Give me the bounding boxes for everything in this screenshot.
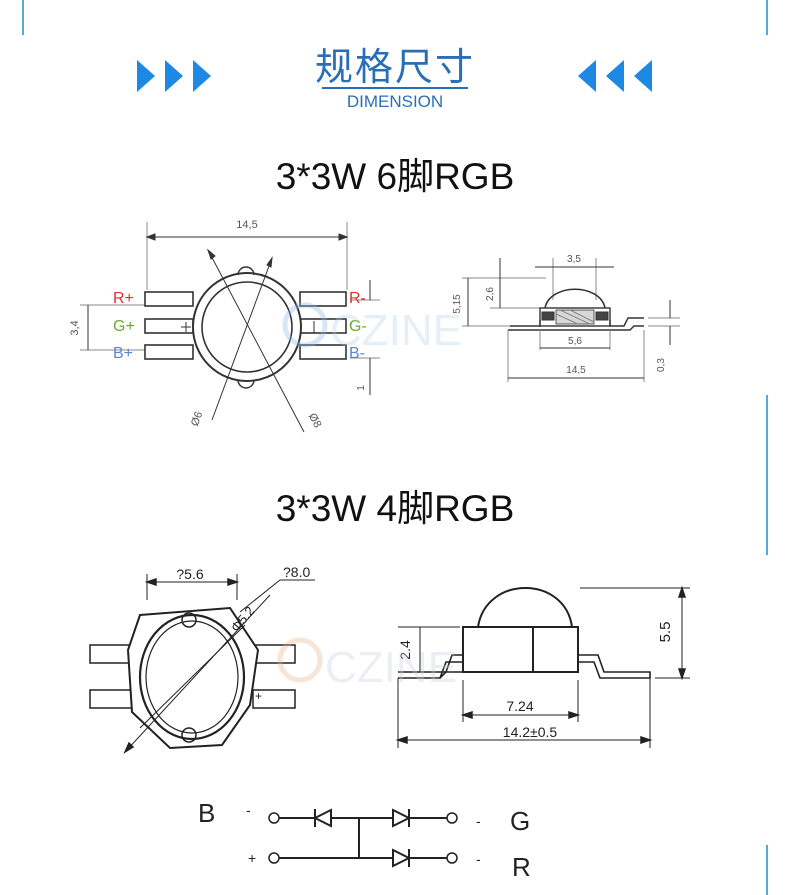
circuit-minus-g: - — [476, 813, 481, 829]
side-body-width-label: 5,6 — [568, 336, 582, 347]
section-title-four-pin: 3*3W 4脚RGB — [275, 488, 515, 529]
side-overall-width-label: 14,5 — [566, 365, 586, 376]
page-subtitle: DIMENSION — [346, 92, 444, 111]
title-underline — [322, 87, 468, 89]
arrow-right-group-icon — [137, 60, 211, 92]
right-border-line-top — [766, 0, 768, 35]
circuit-minus-b: - — [246, 802, 251, 818]
six-pin-height-label: 3,4 — [69, 320, 81, 335]
four-pin-overall-width-label: 14.2±0.5 — [503, 724, 558, 740]
pin-label-r-minus: R- — [349, 290, 366, 307]
watermark-text-2: CZINE — [325, 643, 457, 692]
four-pin-lens-dia-label: Φ5.2 — [228, 603, 258, 634]
four-pin-inner-dia-label: ?5.6 — [176, 566, 203, 582]
four-pin-outer-dia-label: ?8.0 — [283, 564, 310, 580]
left-border-line-top — [22, 0, 24, 35]
six-pin-side-labels: 3,5 5,15 2,6 5,6 14,5 0,3 — [452, 254, 667, 376]
section-title-six-pin: 3*3W 6脚RGB — [275, 156, 515, 197]
right-border-line-mid — [766, 395, 768, 555]
six-pin-tick-label: 1 — [356, 385, 367, 391]
four-pin-body-height-label: 2.4 — [397, 640, 413, 660]
four-pin-plus-mark: + — [255, 689, 262, 703]
four-pin-side-view — [395, 585, 690, 748]
six-pin-dia-small-label: Ø6 — [189, 410, 205, 428]
circuit-minus-r: - — [476, 851, 481, 867]
four-pin-body-width-label: 7.24 — [506, 698, 533, 714]
side-lens-width-label: 3,5 — [567, 254, 581, 265]
circuit-plus: + — [248, 850, 256, 866]
six-pin-side-view — [462, 258, 680, 382]
four-pin-total-height-label: 5.5 — [657, 622, 674, 643]
circuit-diagram — [268, 808, 458, 868]
arrow-left-group-icon — [578, 60, 652, 92]
page-title: 规格尺寸 — [314, 45, 475, 89]
pin-label-b-minus: B- — [349, 345, 365, 362]
watermark-text-1: CZINE — [330, 306, 462, 355]
pin-label-b-plus: B+ — [113, 345, 133, 362]
pin-label-g-plus: G+ — [113, 318, 135, 335]
side-total-height-label: 5,15 — [452, 294, 463, 314]
circuit-labels: B - + - - G R — [198, 798, 531, 882]
pin-label-g-minus: G- — [349, 318, 367, 335]
six-pin-front-view — [80, 222, 380, 433]
side-lead-thickness-label: 0,3 — [656, 358, 667, 372]
six-pin-dia-large-label: Ø8 — [306, 411, 323, 430]
pin-label-r-plus: R+ — [113, 290, 134, 307]
four-pin-front-view — [89, 574, 315, 754]
six-pin-width-label: 14,5 — [236, 219, 257, 231]
side-lens-height-label: 2,6 — [485, 287, 496, 301]
circuit-label-r: R — [512, 852, 531, 882]
circuit-label-g: G — [510, 806, 530, 836]
watermark-logo: CZINE CZINE — [277, 302, 462, 692]
four-pin-front-labels: ?5.6 ?8.0 Φ5.2 + — [176, 564, 310, 703]
four-pin-side-labels: 2.4 5.5 7.24 14.2±0.5 — [397, 622, 674, 740]
circuit-label-b: B — [198, 798, 215, 828]
right-border-line-bottom — [766, 845, 768, 895]
